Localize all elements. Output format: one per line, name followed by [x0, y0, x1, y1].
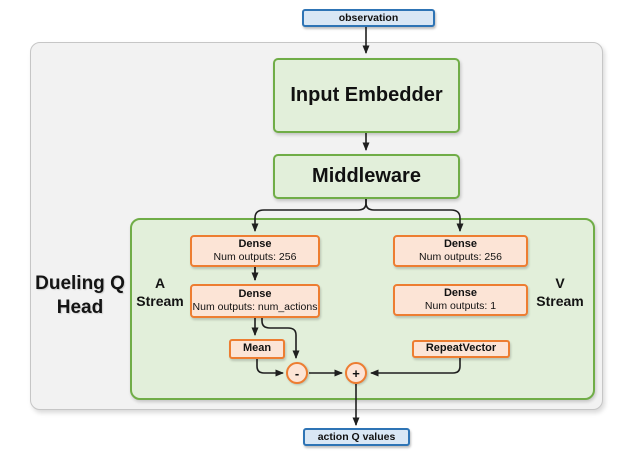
repeat-vector-node: RepeatVector [412, 340, 510, 358]
a-stream-dense2-subtitle: Num outputs: num_actions [192, 301, 318, 314]
add-operator-symbol: + [352, 365, 360, 381]
a-stream-dense1-node: Dense Num outputs: 256 [190, 235, 320, 267]
v-stream-label-line2: Stream [536, 293, 584, 310]
input-embedder-label: Input Embedder [290, 84, 443, 106]
mean-node: Mean [229, 339, 285, 359]
action-q-values-node: action Q values [303, 428, 410, 446]
mean-label: Mean [242, 342, 272, 355]
observation-node: observation [302, 9, 435, 27]
v-stream-dense2-node: Dense Num outputs: 1 [393, 284, 528, 316]
subtract-operator-node: - [286, 362, 308, 384]
add-operator-node: + [345, 362, 367, 384]
v-stream-label-line1: V [555, 275, 565, 291]
a-stream-dense2-node: Dense Num outputs: num_actions [190, 284, 320, 318]
repeat-vector-label: RepeatVector [425, 342, 497, 355]
v-stream-dense1-subtitle: Num outputs: 256 [419, 251, 502, 264]
v-stream-dense2-title: Dense [443, 286, 478, 299]
a-stream-dense1-title: Dense [238, 237, 272, 250]
a-stream-dense2-title: Dense [238, 287, 272, 300]
subtract-operator-symbol: - [294, 365, 300, 381]
v-stream-dense1-node: Dense Num outputs: 256 [393, 235, 528, 267]
observation-label: observation [338, 12, 399, 24]
a-stream-label-line1: A [154, 275, 166, 291]
dueling-q-head-title-line1: Dueling Q [35, 273, 125, 294]
dueling-q-head-title-line2: Head [56, 296, 104, 318]
a-stream-label: A Stream [130, 274, 190, 310]
input-embedder-node: Input Embedder [273, 58, 460, 133]
middleware-label: Middleware [312, 165, 421, 187]
dueling-q-head-title: Dueling Q Head [32, 272, 128, 320]
a-stream-dense1-subtitle: Num outputs: 256 [213, 251, 297, 264]
v-stream-dense2-subtitle: Num outputs: 1 [424, 300, 497, 313]
middleware-node: Middleware [273, 154, 460, 199]
v-stream-label: V Stream [528, 274, 592, 310]
v-stream-dense1-title: Dense [443, 237, 478, 250]
action-q-values-label: action Q values [317, 431, 396, 443]
a-stream-label-line2: Stream [136, 293, 184, 310]
